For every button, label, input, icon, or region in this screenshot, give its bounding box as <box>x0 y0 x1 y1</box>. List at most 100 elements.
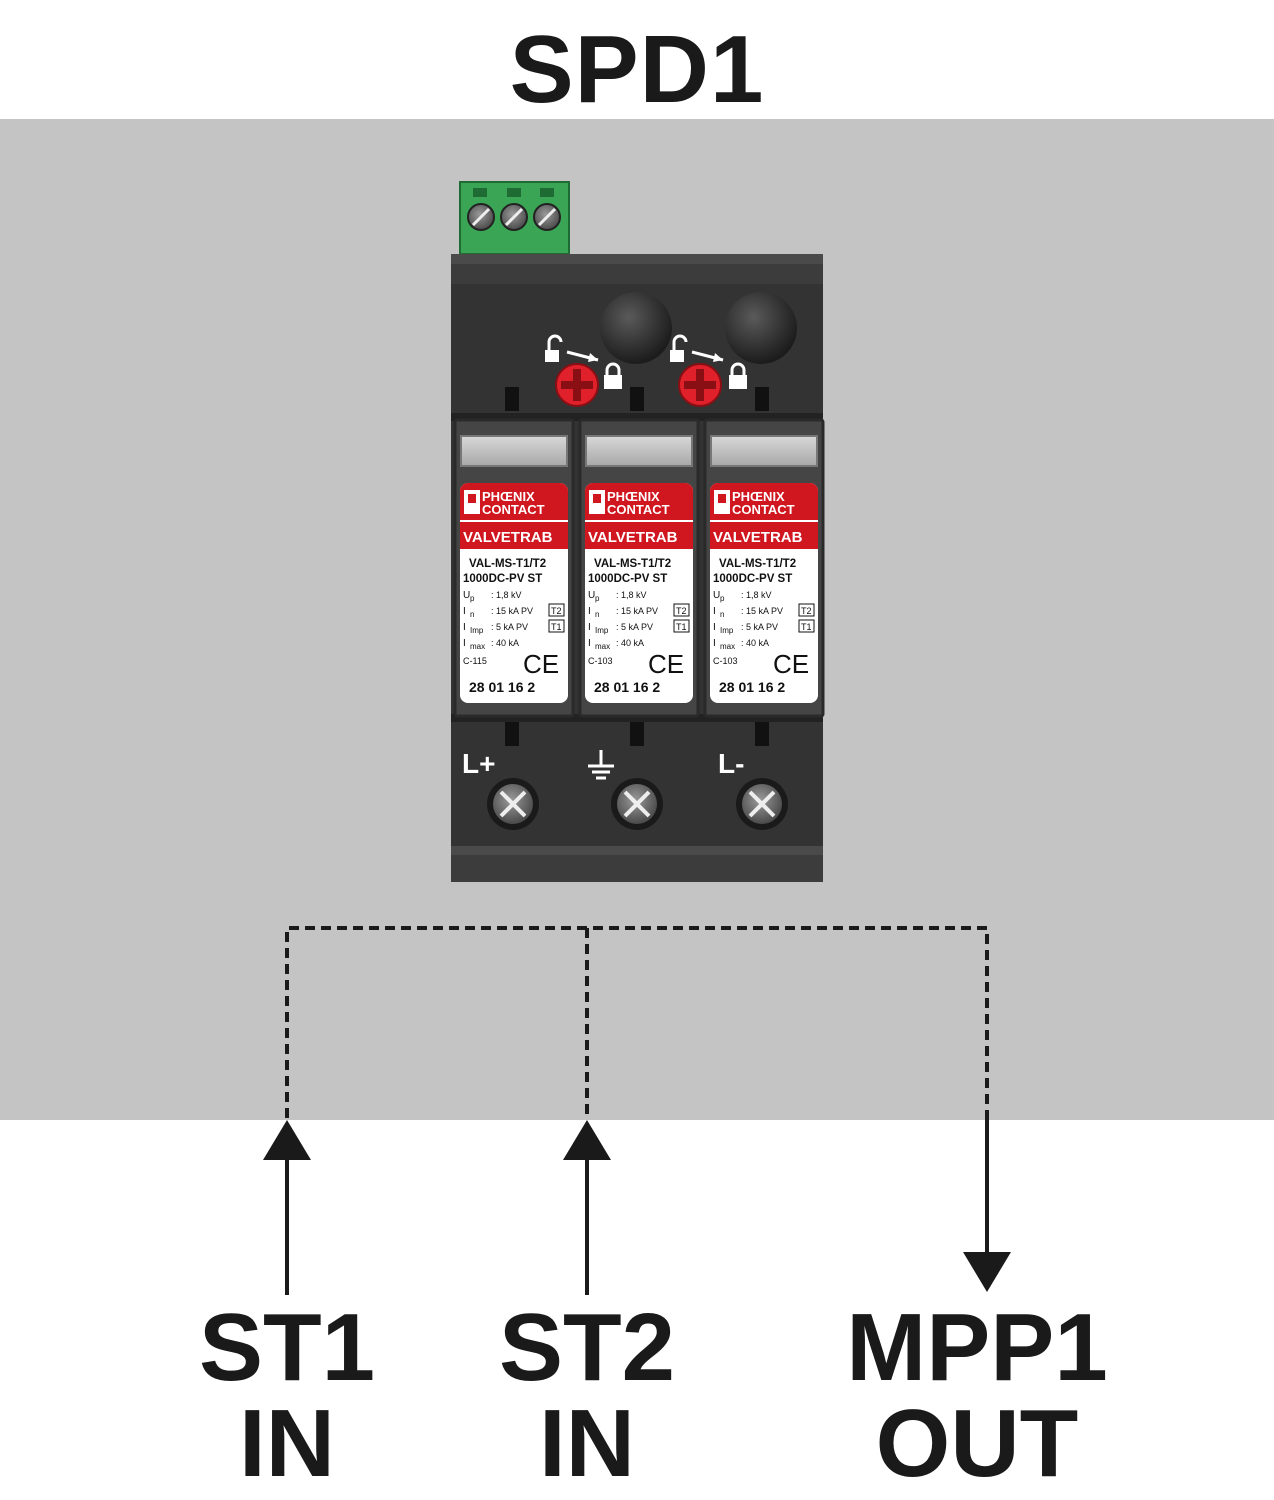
dashed-bus-line <box>285 926 989 1118</box>
param-subscript: p <box>720 594 725 603</box>
brand-name: PHŒNIX <box>482 489 535 504</box>
status-window <box>585 435 693 467</box>
param-symbol: U <box>463 590 470 601</box>
param-value: : 15 kA PV <box>741 606 783 616</box>
param-subscript: n <box>470 610 474 619</box>
connection-label-line: IN <box>539 1390 635 1497</box>
param-symbol: I <box>713 606 716 617</box>
param-value: : 40 kA <box>491 638 519 648</box>
param-subscript: n <box>595 610 599 619</box>
red-lock-screw-icon <box>555 363 599 407</box>
product-name: VALVETRAB <box>588 529 678 546</box>
model-line: 1000DC-PV ST <box>463 573 542 585</box>
unlock-icon <box>545 334 563 362</box>
wiring <box>263 926 1011 1295</box>
param-symbol: I <box>463 606 466 617</box>
connection-label-line: OUT <box>875 1390 1079 1497</box>
connection-label-line: ST1 <box>198 1294 376 1401</box>
part-number: 28 01 16 2 <box>594 679 660 695</box>
param-subscript: p <box>595 594 600 603</box>
param-symbol: I <box>463 638 466 649</box>
param-symbol: U <box>713 590 720 601</box>
ce-mark: CE <box>523 649 559 679</box>
param-value: : 40 kA <box>616 638 644 648</box>
param-subscript: Imp <box>720 626 734 635</box>
terminal-screw-icon <box>611 778 663 830</box>
param-symbol: U <box>588 590 595 601</box>
param-symbol: I <box>463 622 466 633</box>
param-subscript: Imp <box>470 626 484 635</box>
param-value: : 40 kA <box>741 638 769 648</box>
red-lock-screw-icon <box>678 363 722 407</box>
remote-signal-connector <box>459 181 570 255</box>
connector-screw-icon <box>467 203 495 231</box>
model-line: 1000DC-PV ST <box>713 573 792 585</box>
connection-label-st2: ST2 IN <box>427 1300 747 1492</box>
class-badge: T2 <box>801 606 812 616</box>
param-subscript: max <box>720 642 735 651</box>
status-window <box>710 435 818 467</box>
terminal-screw-icon <box>736 778 788 830</box>
param-value: : 1,8 kV <box>741 590 772 600</box>
param-subscript: p <box>470 594 475 603</box>
class-badge: T2 <box>551 606 562 616</box>
status-indicator-knob <box>600 292 672 364</box>
connection-label-mpp1: MPP1 OUT <box>817 1300 1137 1492</box>
param-value: : 5 kA PV <box>616 622 653 632</box>
cert-code: C-103 <box>588 656 613 666</box>
param-subscript: max <box>595 642 610 651</box>
product-name: VALVETRAB <box>463 529 553 546</box>
module-group: PHŒNIXCONTACTVALVETRABVAL-MS-T1/T21000DC… <box>453 418 825 718</box>
param-value: : 5 kA PV <box>491 622 528 632</box>
param-symbol: I <box>588 622 591 633</box>
brand-name: PHŒNIX <box>732 489 785 504</box>
param-value: : 5 kA PV <box>741 622 778 632</box>
arrester-module[interactable]: PHŒNIXCONTACTVALVETRABVAL-MS-T1/T21000DC… <box>703 418 825 718</box>
connector-screw-icon <box>533 203 561 231</box>
param-subscript: max <box>470 642 485 651</box>
status-window <box>460 435 568 467</box>
cert-code: C-115 <box>463 656 487 666</box>
arrow-icon <box>691 350 724 362</box>
param-symbol: I <box>713 638 716 649</box>
model-line: VAL-MS-T1/T2 <box>719 558 796 570</box>
brand-name: CONTACT <box>482 502 545 517</box>
param-subscript: n <box>720 610 724 619</box>
brand-name: CONTACT <box>732 502 795 517</box>
connection-label-line: MPP1 <box>846 1294 1108 1401</box>
terminal-label-positive: L+ <box>462 748 495 779</box>
param-value: : 15 kA PV <box>491 606 533 616</box>
unlock-icon <box>670 334 688 362</box>
brand-name: CONTACT <box>607 502 670 517</box>
cert-code: C-103 <box>713 656 738 666</box>
class-badge: T2 <box>676 606 687 616</box>
brand-name: PHŒNIX <box>607 489 660 504</box>
class-badge: T1 <box>676 622 687 632</box>
part-number: 28 01 16 2 <box>719 679 785 695</box>
model-line: VAL-MS-T1/T2 <box>594 558 671 570</box>
connection-label-st1: ST1 IN <box>127 1300 447 1492</box>
ground-icon <box>588 750 614 780</box>
lock-icon <box>729 362 747 389</box>
param-symbol: I <box>713 622 716 633</box>
param-value: : 15 kA PV <box>616 606 658 616</box>
model-line: VAL-MS-T1/T2 <box>469 558 546 570</box>
lock-icon <box>604 362 622 389</box>
terminal-screw-icon <box>487 778 539 830</box>
param-symbol: I <box>588 638 591 649</box>
ce-mark: CE <box>648 649 684 679</box>
param-subscript: Imp <box>595 626 609 635</box>
ce-mark: CE <box>773 649 809 679</box>
param-symbol: I <box>588 606 591 617</box>
param-value: : 1,8 kV <box>616 590 647 600</box>
connector-screw-icon <box>500 203 528 231</box>
status-indicator-knob <box>725 292 797 364</box>
arrow-icon <box>566 350 599 362</box>
part-number: 28 01 16 2 <box>469 679 535 695</box>
connection-label-line: IN <box>239 1390 335 1497</box>
model-line: 1000DC-PV ST <box>588 573 667 585</box>
terminal-label-negative: L- <box>718 748 744 779</box>
